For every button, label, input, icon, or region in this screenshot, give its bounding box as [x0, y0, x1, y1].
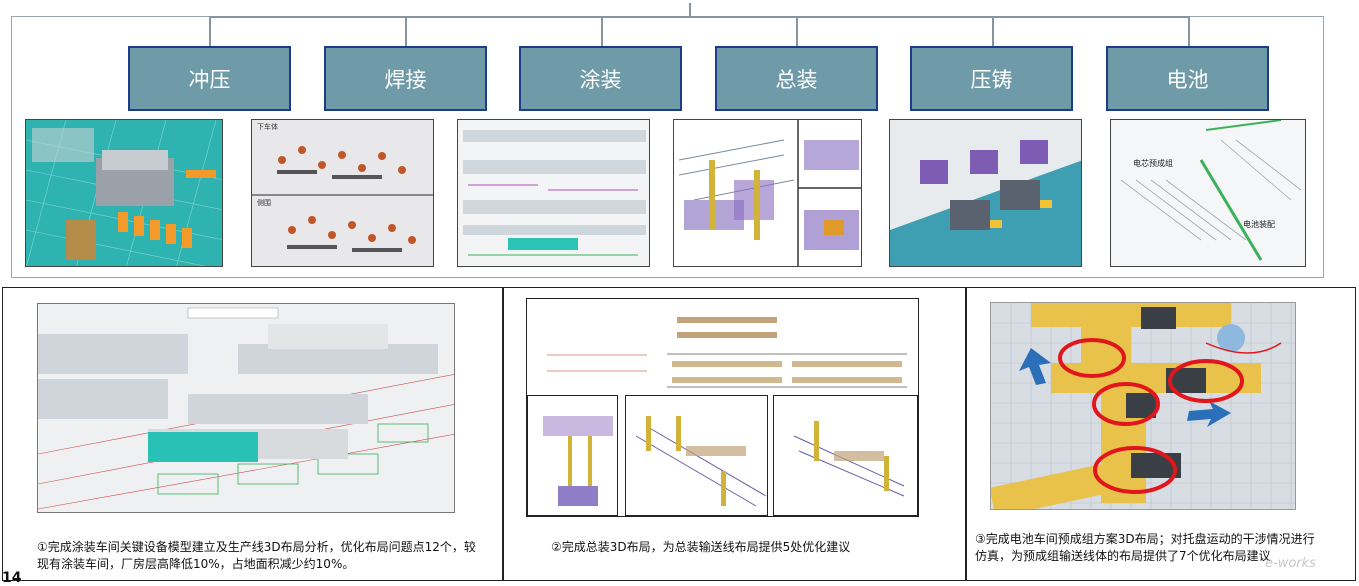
panel-divider-2 — [965, 287, 967, 581]
weld-top-label: 下车体 — [257, 123, 278, 131]
connector-stem — [689, 3, 691, 16]
painting-caption: ①完成涂装车间关键设备模型建立及生产线3D布局分析，优化布局问题点12个，较现有… — [37, 540, 476, 571]
connector-drop-4 — [796, 16, 798, 46]
results-frame — [2, 287, 1356, 581]
painting-layout-image — [457, 119, 650, 267]
category-label: 涂装 — [579, 67, 622, 92]
assembly-line-image-a — [625, 395, 768, 516]
diecasting-layout-image — [889, 119, 1082, 267]
category-label: 电池 — [1166, 67, 1209, 92]
connector-drop-2 — [405, 16, 407, 46]
category-painting: 涂装 — [519, 46, 682, 111]
battery-layout-image: 电芯预成组 电池装配 — [1110, 119, 1306, 267]
watermark-logo: e-works — [1265, 556, 1316, 571]
assembly-hanger-image — [527, 395, 618, 516]
battery-label-b: 电池装配 — [1243, 220, 1275, 229]
category-stamping: 冲压 — [128, 46, 291, 111]
assembly-plan-image — [527, 299, 918, 395]
battery-label-a: 电芯预成组 — [1133, 159, 1173, 168]
panel-divider-1 — [502, 287, 504, 581]
connector-drop-5 — [992, 16, 994, 46]
assembly-caption: ②完成总装3D布局，为总装输送线布局提供5处优化建议 — [551, 540, 851, 554]
welding-layout-image: 下车体 侧围 — [251, 119, 434, 267]
category-label: 压铸 — [970, 67, 1013, 92]
painting-3d-image — [37, 303, 455, 513]
weld-bottom-label: 侧围 — [257, 199, 271, 207]
category-label: 总装 — [775, 67, 818, 92]
category-label: 焊接 — [384, 67, 427, 92]
category-welding: 焊接 — [324, 46, 487, 111]
assembly-layout-image — [673, 119, 862, 267]
battery-3d-image — [990, 302, 1296, 510]
category-assembly: 总装 — [715, 46, 878, 111]
assembly-3d-composite — [526, 298, 919, 517]
connector-drop-3 — [601, 16, 603, 46]
battery-caption: ③完成电池车间预成组方案3D布局；对托盘运动的干涉情况进行仿真，为预成组输送线体… — [975, 532, 1315, 563]
category-label: 冲压 — [188, 67, 231, 92]
connector-bus — [209, 16, 1189, 18]
stamping-layout-image — [25, 119, 223, 267]
assembly-line-image-b — [773, 395, 918, 516]
connector-drop-6 — [1188, 16, 1190, 46]
category-battery: 电池 — [1106, 46, 1269, 111]
page-number: 14 — [2, 570, 22, 586]
category-diecasting: 压铸 — [910, 46, 1073, 111]
connector-drop-1 — [209, 16, 211, 46]
